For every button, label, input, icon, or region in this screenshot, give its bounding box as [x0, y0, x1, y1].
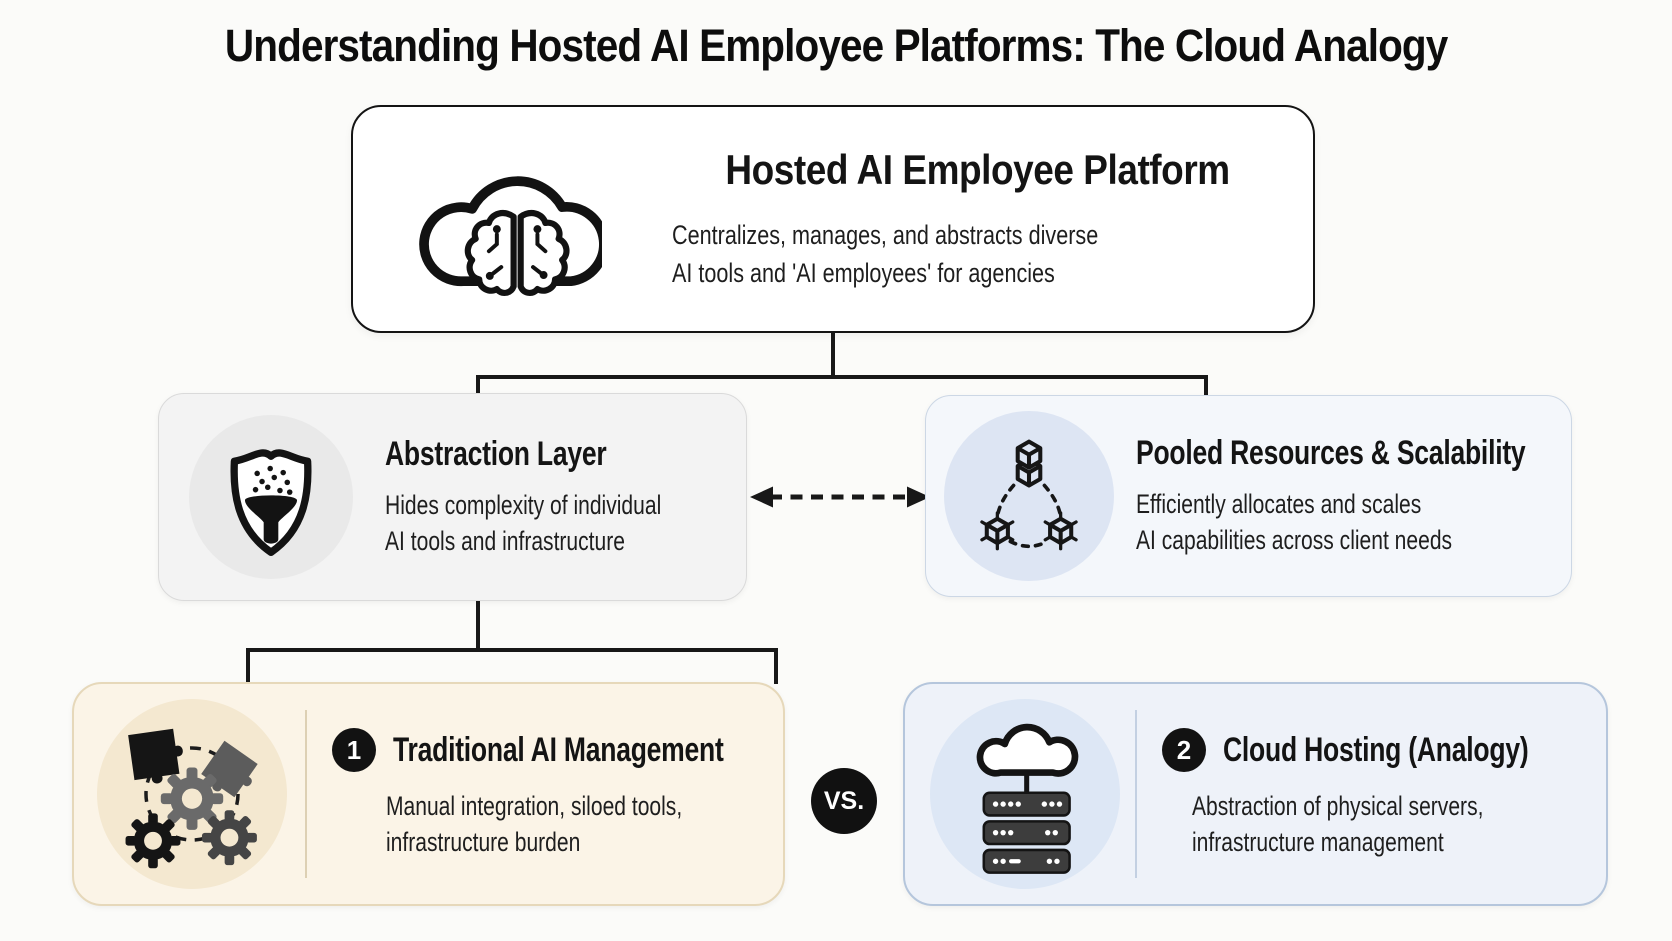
cloud-desc-line1: Abstraction of physical servers,: [1192, 791, 1484, 821]
traditional-number-badge: 1: [332, 728, 376, 772]
traditional-desc-line2: infrastructure burden: [386, 827, 581, 857]
traditional-desc-line1: Manual integration, siloed tools,: [386, 791, 683, 821]
cloud-brain-icon: [397, 133, 602, 305]
vs-badge: VS.: [811, 768, 877, 834]
pooled-title: Pooled Resources & Scalability: [1136, 434, 1526, 472]
platform-title: Hosted AI Employee Platform: [725, 146, 1230, 193]
double-arrow-heads: [750, 486, 930, 508]
platform-box: Hosted AI Employee Platform Centralizes,…: [351, 105, 1315, 333]
page-title: Understanding Hosted AI Employee Platfor…: [224, 20, 1448, 71]
pooled-resources-box: Pooled Resources & Scalability Efficient…: [925, 395, 1572, 597]
cloud-divider: [1135, 710, 1137, 878]
cloud-hosting-box: 2 Cloud Hosting (Analogy) Abstraction of…: [903, 682, 1608, 906]
pooled-desc-line2: AI capabilities across client needs: [1136, 525, 1453, 555]
pooled-desc-line1: Efficiently allocates and scales: [1136, 489, 1422, 519]
connector-top-bracket: [476, 375, 1208, 396]
abstraction-title: Abstraction Layer: [385, 435, 607, 473]
traditional-box: 1 Traditional AI Management Manual integ…: [72, 682, 785, 906]
abstraction-layer-box: Abstraction Layer Hides complexity of in…: [158, 393, 747, 601]
cloud-servers-icon: [930, 699, 1120, 889]
platform-desc-line1: Centralizes, manages, and abstracts dive…: [672, 220, 1099, 250]
cloud-title: Cloud Hosting (Analogy): [1223, 730, 1529, 769]
traditional-divider: [305, 710, 307, 878]
puzzle-gears-icon: [97, 699, 287, 889]
cloud-desc-line2: infrastructure management: [1192, 827, 1444, 857]
cube-network-icon: [944, 411, 1114, 581]
cloud-number-badge: 2: [1162, 728, 1206, 772]
traditional-title: Traditional AI Management: [393, 730, 724, 769]
shield-funnel-icon: [189, 415, 353, 579]
abstraction-desc-line2: AI tools and infrastructure: [385, 526, 625, 556]
abstraction-desc-line1: Hides complexity of individual: [385, 490, 662, 520]
platform-desc-line2: AI tools and 'AI employees' for agencies: [672, 258, 1055, 288]
connector-bottom-bracket: [246, 648, 778, 684]
